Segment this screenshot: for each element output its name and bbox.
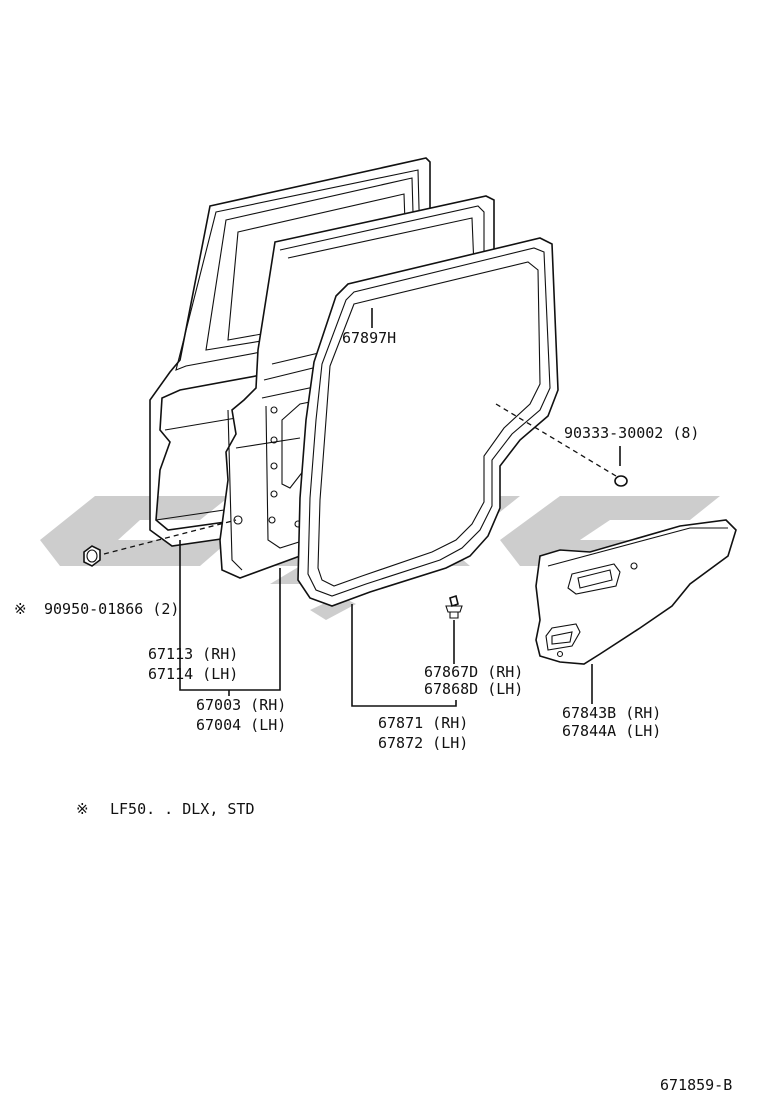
part-number-glass-run-rh: 67113 (RH) [148,645,238,663]
part-number-screw: 90333-30002 (8) [564,424,699,442]
part-number-trim-board-rh: 67843B (RH) [562,704,661,722]
door-trim-board [535,519,737,665]
part-number-door-panel-rh: 67003 (RH) [196,696,286,714]
plug-mark: ※ [14,600,27,618]
part-number-clip-rh: 67867D (RH) [424,663,523,681]
note-mark: ※ [76,800,89,818]
part-number-weatherstrip-rh: 67871 (RH) [378,714,468,732]
part-number-door-panel-lh: 67004 (LH) [196,716,286,734]
plug-part [83,519,237,567]
part-number-plug: 90950-01866 (2) [44,600,179,618]
part-number-trim-board-lh: 67844A (LH) [562,722,661,740]
part-number-upper-weatherstrip: 67897H [342,329,396,347]
part-number-weatherstrip-lh: 67872 (LH) [378,734,468,752]
figure-id: 671859-B [660,1076,732,1094]
note-text: LF50. . DLX, STD [110,800,255,818]
clip-part [445,594,463,619]
screw-part [495,403,628,487]
part-number-clip-lh: 67868D (LH) [424,680,523,698]
part-number-glass-run-lh: 67114 (LH) [148,665,238,683]
leader-lines [179,308,621,707]
door-weatherstrip [297,237,559,607]
